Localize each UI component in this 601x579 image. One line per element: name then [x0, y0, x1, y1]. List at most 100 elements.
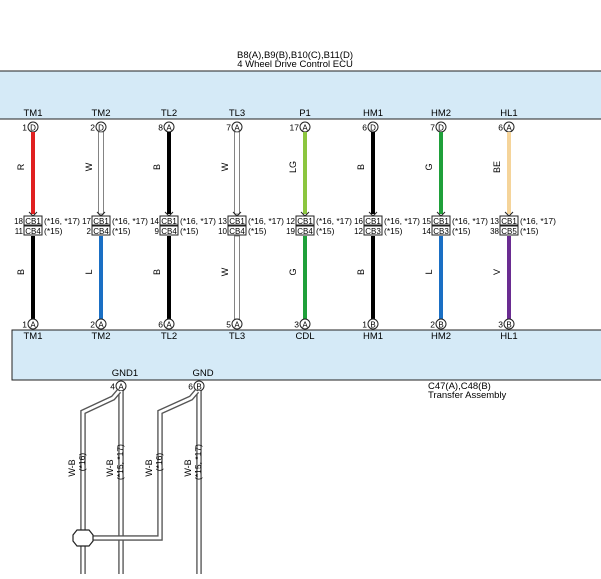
transfer-pin-connector: A	[98, 320, 104, 329]
ground-wire-color-label: W-B	[183, 459, 193, 476]
ecu-box	[0, 70, 601, 120]
junction-b-pin: 11	[15, 227, 24, 236]
junction-b-connector: CB4	[297, 227, 313, 236]
transfer-pin-number: 1	[362, 319, 367, 329]
bottom-wire-color-label: G	[288, 268, 298, 275]
transfer-pin-connector: A	[302, 320, 308, 329]
transfer-assembly-box	[11, 329, 601, 381]
transfer-pin-connector: B	[438, 320, 443, 329]
junction-b-connector: CB4	[161, 227, 177, 236]
junction-b-note: (*15)	[248, 226, 267, 236]
ground-pin-connector: A	[118, 382, 124, 391]
junction-a-connector: CB1	[229, 217, 245, 226]
transfer-pin-number: 2	[430, 319, 435, 329]
ground-wire-gnd-left	[83, 389, 200, 541]
transfer-pin-number: 3	[498, 319, 503, 329]
junction-b-connector: CB4	[25, 227, 41, 236]
ground-pin-connector: B	[196, 382, 201, 391]
junction-a-connector: CB1	[161, 217, 177, 226]
ecu-pin-connector: D	[98, 123, 104, 132]
transfer-terminal-label: TM2	[92, 331, 111, 342]
transfer-pin-number: 6	[158, 319, 163, 329]
junction-b-connector: CB3	[433, 227, 449, 236]
top-wire-color-label: B	[356, 164, 366, 170]
transfer-terminal-label: TL3	[229, 331, 245, 342]
top-wire	[234, 131, 240, 215]
ecu-pin-number: 6	[498, 122, 503, 132]
junction-b-connector: CB4	[93, 227, 109, 236]
ecu-pin-connector: D	[370, 123, 376, 132]
top-wire-color-label: B	[152, 164, 162, 170]
junction-a-connector: CB1	[297, 217, 313, 226]
ecu-terminal-label: TM1	[24, 108, 43, 119]
junction-b-pin: 14	[422, 227, 431, 236]
ecu-pin-connector: A	[302, 123, 308, 132]
ground-wire-color-label: W-B	[67, 459, 77, 476]
junction-box-b	[91, 225, 111, 236]
junction-a-pin: 13	[490, 217, 499, 226]
ground-wire-note: (*15, *17)	[193, 444, 203, 480]
ground-wire-gnd1-left-core	[81, 390, 121, 574]
junction-box-a	[431, 215, 451, 226]
transfer-pin-circle	[27, 318, 39, 330]
junction-b-connector: CB4	[229, 227, 245, 236]
transfer-pin-circle	[163, 318, 175, 330]
junction-a-note: (*16, *17)	[452, 216, 488, 226]
junction-a-note: (*16, *17)	[520, 216, 556, 226]
transfer-connector-ids: C47(A),C48(B)	[428, 381, 491, 392]
transfer-terminal-label: HL1	[500, 331, 517, 342]
transfer-pin-connector: B	[506, 320, 511, 329]
junction-b-note: (*15)	[44, 226, 63, 236]
junction-a-note: (*16, *17)	[180, 216, 216, 226]
ecu-name: 4 Wheel Drive Control ECU	[237, 59, 353, 70]
ecu-pin-number: 6	[362, 122, 367, 132]
junction-a-pin: 16	[354, 217, 363, 226]
ground-wire-note: (*16)	[154, 453, 164, 472]
transfer-pin-number: 3	[294, 319, 299, 329]
junction-b-pin: 9	[155, 227, 160, 236]
transfer-pin-connector: A	[234, 320, 240, 329]
transfer-pin-connector: A	[30, 320, 36, 329]
ecu-pin-number: 7	[226, 122, 231, 132]
junction-box-a	[23, 215, 43, 226]
transfer-pin-circle	[95, 318, 107, 330]
ecu-pin-number: 1	[22, 122, 27, 132]
transfer-terminal-label: HM2	[431, 331, 451, 342]
junction-b-note: (*15)	[452, 226, 471, 236]
junction-a-connector: CB1	[93, 217, 109, 226]
ground-wire-note: (*16)	[77, 453, 87, 472]
junction-a-note: (*16, *17)	[44, 216, 80, 226]
junction-a-pin: 14	[150, 217, 159, 226]
junction-b-pin: 10	[218, 227, 227, 236]
transfer-pin-circle	[503, 318, 515, 330]
transfer-pin-circle	[231, 318, 243, 330]
ecu-pin-number: 17	[290, 122, 300, 132]
junction-a-note: (*16, *17)	[316, 216, 352, 226]
junction-b-connector: CB3	[365, 227, 381, 236]
ground-terminal-label: GND	[192, 368, 213, 379]
bottom-wire-color-label: B	[16, 269, 26, 275]
junction-b-connector: CB5	[501, 227, 517, 236]
junction-box-a	[363, 215, 383, 226]
junction-a-note: (*16, *17)	[248, 216, 284, 226]
junction-box-a	[499, 215, 519, 226]
ecu-pin-connector: A	[166, 123, 172, 132]
ground-terminal-label: GND1	[112, 368, 138, 379]
junction-a-connector: CB1	[433, 217, 449, 226]
transfer-pin-number: 1	[22, 319, 27, 329]
ecu-terminal-label: TM2	[92, 108, 111, 119]
ecu-pin-number: 7	[430, 122, 435, 132]
junction-box-b	[499, 225, 519, 236]
top-wire-color-label: LG	[288, 161, 298, 173]
junction-a-pin: 13	[218, 217, 227, 226]
bottom-wire-color-label: W	[220, 267, 230, 276]
bottom-wire-color-label: V	[492, 269, 502, 275]
ecu-connector-ids: B8(A),B9(B),B10(C),B11(D)	[237, 50, 353, 61]
ecu-pin-connector: A	[506, 123, 512, 132]
junction-a-connector: CB1	[25, 217, 41, 226]
transfer-pin-number: 5	[226, 319, 231, 329]
ecu-pin-connector: A	[234, 123, 240, 132]
ecu-pin-number: 2	[90, 122, 95, 132]
